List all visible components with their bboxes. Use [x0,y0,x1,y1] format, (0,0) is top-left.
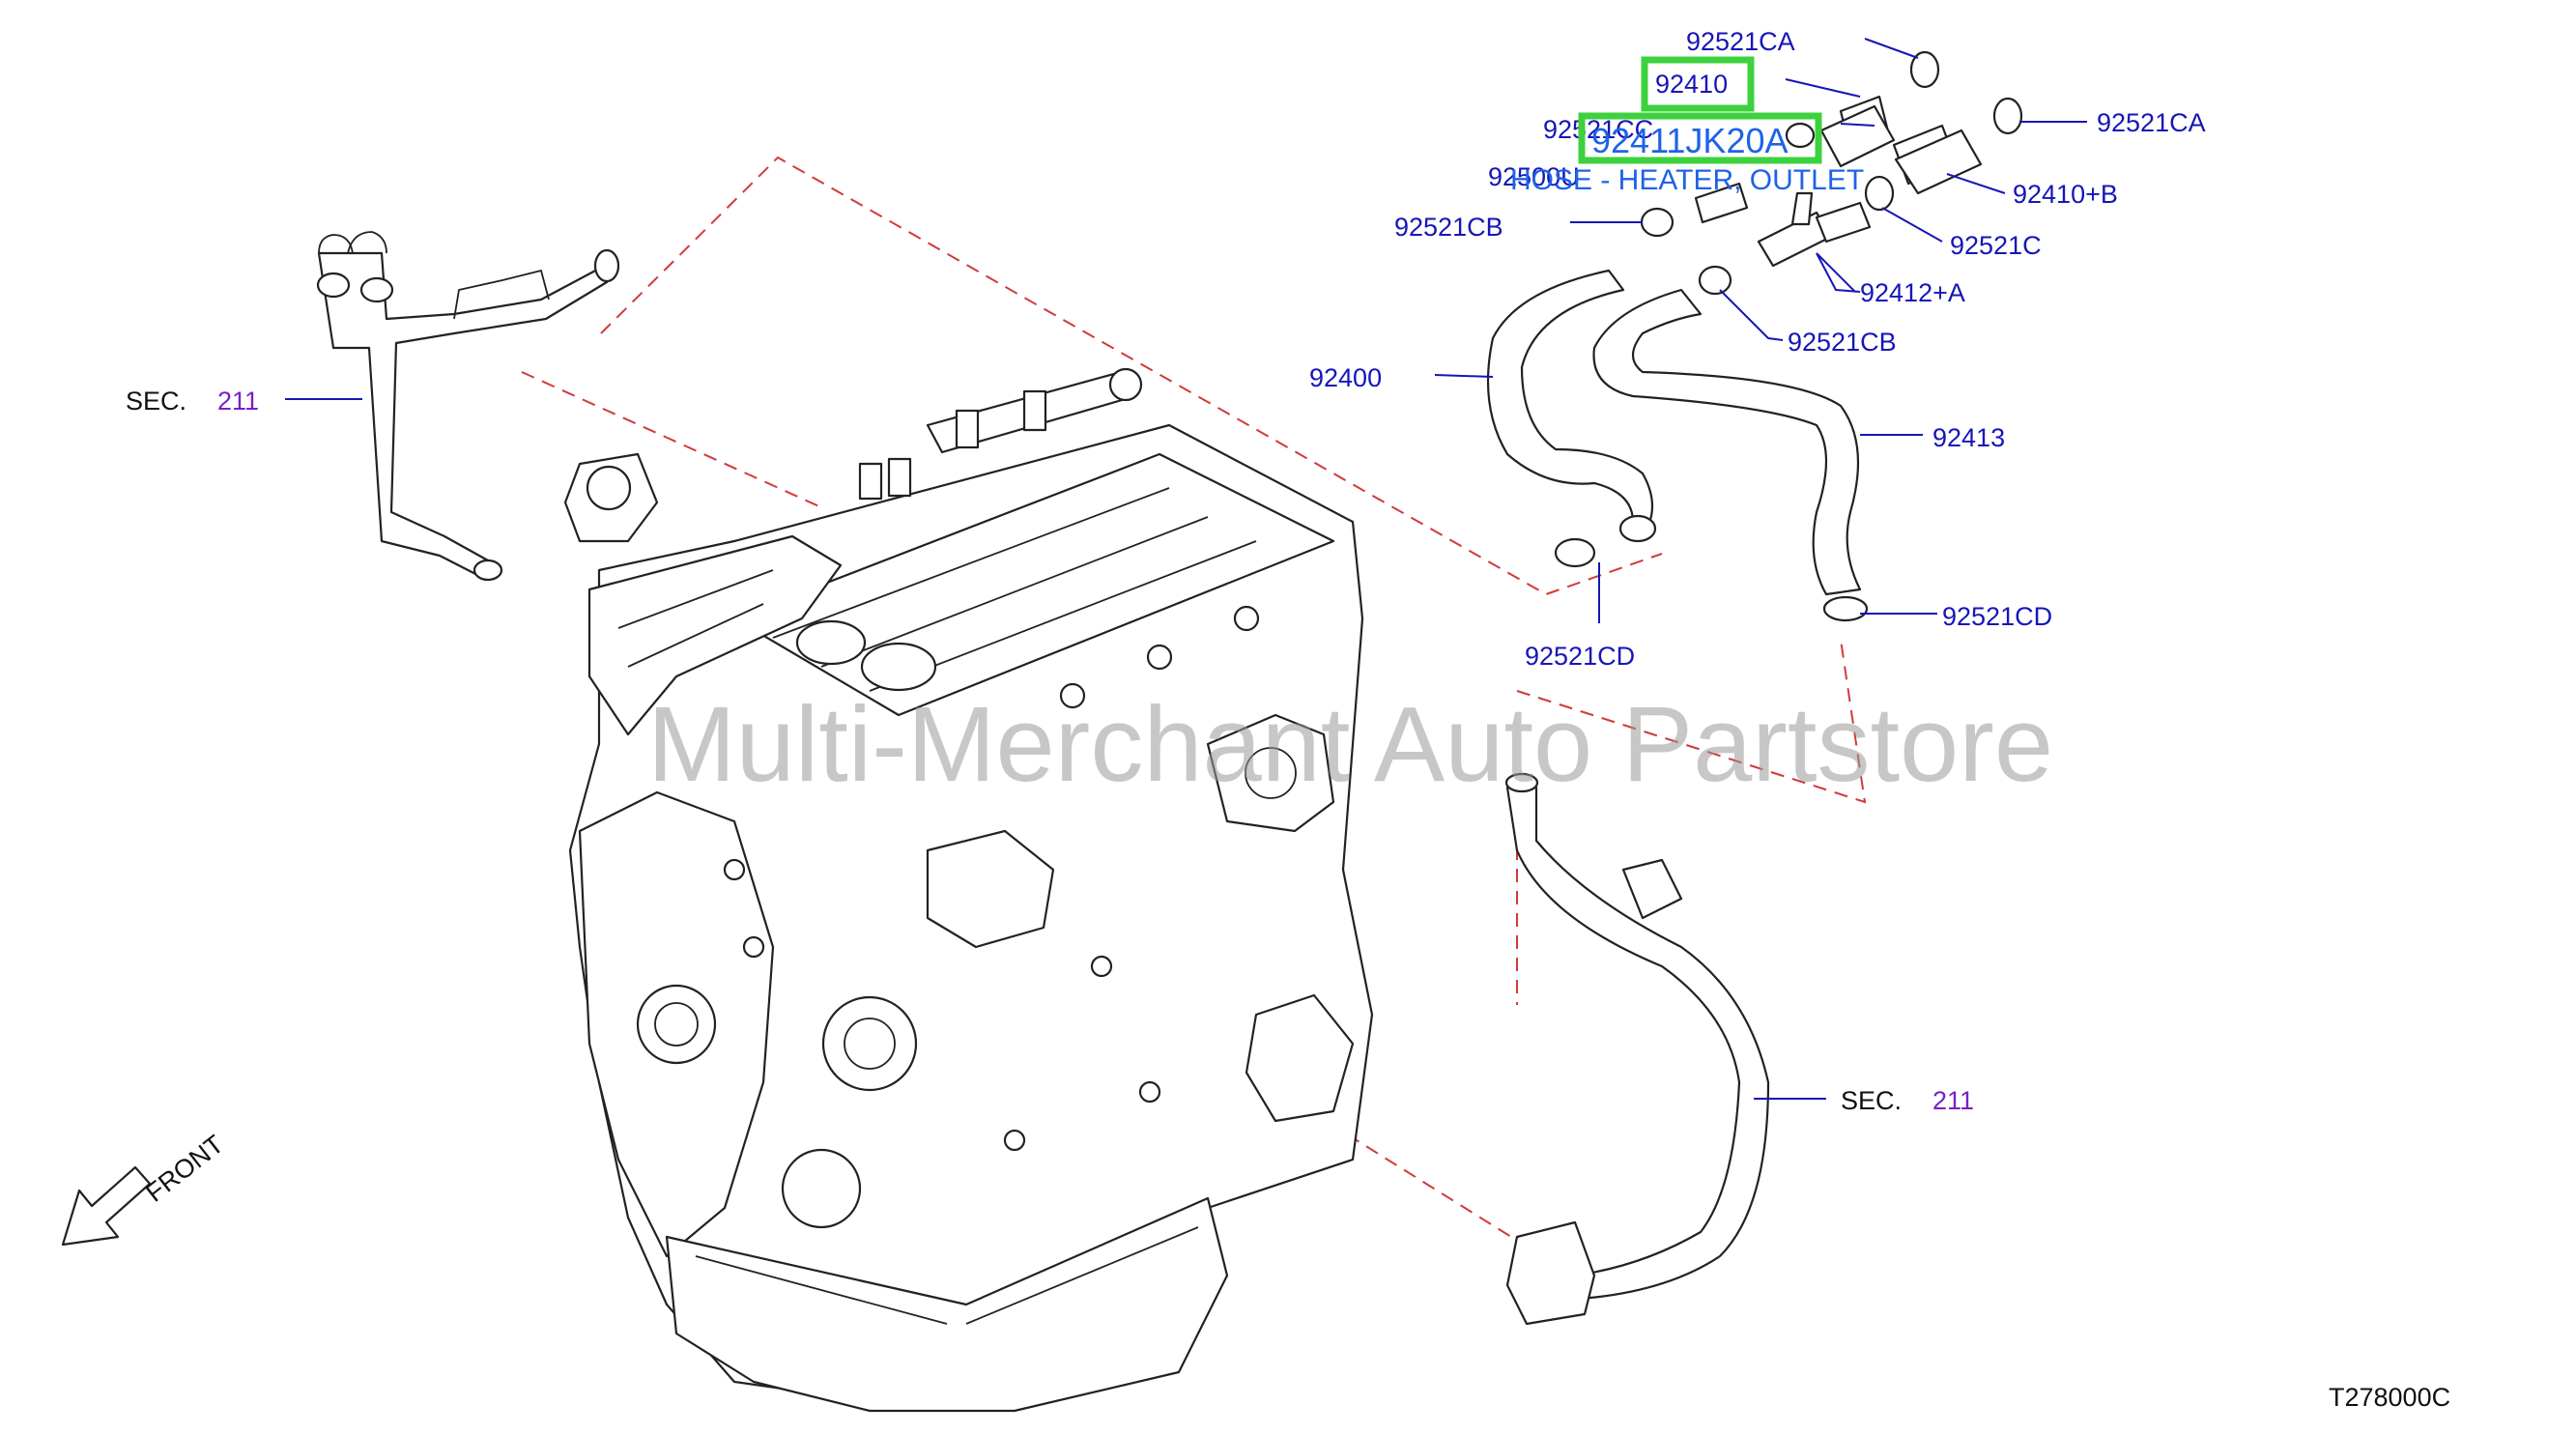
part-highlight: 92411JK20A HOSE - HEATER, OUTLET [1510,56,1864,196]
section-ref-number: 211 [217,387,259,416]
callout-92521CD-bottom: 92521CD [1525,642,1635,671]
callout-92410B: 92410+B [2013,180,2118,209]
heater-hose-group [1486,50,2023,1326]
callout-92521CA-top: 92521CA [1686,27,1795,56]
highlight-box-part-number [1578,112,1822,164]
front-label: FRONT [140,1130,229,1208]
leader-lines [285,38,2087,1100]
callout-92521CD-right: 92521CD [1942,602,2052,631]
callout-92413: 92413 [1932,423,2005,452]
callout-labels: 92521CA 92410 92521CC 92521CA 92500U 924… [126,27,2450,1412]
section-ref-prefix: SEC. [126,387,186,416]
callout-92412A: 92412+A [1860,278,1965,307]
callout-92410: 92410 [1655,70,1728,99]
callout-92521C: 92521C [1950,231,2042,260]
front-arrow-icon [61,1165,152,1247]
engine-assembly [563,367,1374,1413]
highlight-box-92410 [1641,56,1755,112]
callout-92400: 92400 [1309,363,1382,392]
section-ref-prefix: SEC. [1841,1086,1902,1115]
callout-92521CC: 92521CC [1543,115,1653,144]
highlight-part-number: 92411JK20A [1591,121,1789,160]
front-indicator: FRONT [61,1130,229,1247]
callout-92521CB-mid: 92521CB [1788,328,1897,357]
left-coolant-pipe [316,231,620,582]
callout-92521CB-left: 92521CB [1394,213,1503,242]
callout-92521CA-right: 92521CA [2097,108,2206,137]
watermark: Multi-Merchant Auto Partstore [647,685,2053,804]
callout-92500U: 92500U [1488,162,1580,191]
highlight-part-description: HOSE - HEATER, OUTLET [1510,164,1864,196]
diagram-code: T278000C [2329,1383,2450,1412]
section-ref-number: 211 [1932,1086,1974,1115]
